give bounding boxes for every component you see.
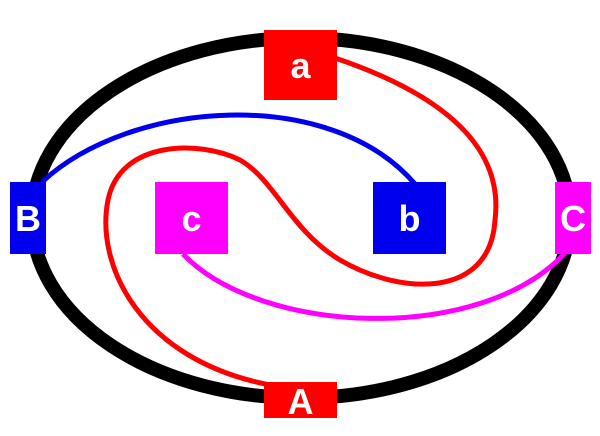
node-B: B: [10, 182, 46, 254]
node-C-label: C: [560, 198, 586, 239]
connection-c-C: [181, 251, 567, 321]
node-a: a: [264, 30, 337, 100]
node-a-box: [264, 30, 337, 100]
connection-B-b: [40, 112, 417, 186]
node-C: C: [555, 182, 591, 254]
connection-a-A: [103, 55, 499, 388]
node-c-label: c: [181, 198, 201, 239]
node-C-box: [555, 182, 591, 254]
node-A-label: A: [288, 381, 314, 422]
node-b-box: [373, 182, 446, 254]
node-a-label: a: [290, 45, 311, 86]
node-c: c: [155, 182, 228, 254]
node-c-box: [155, 182, 228, 254]
node-b: b: [373, 182, 446, 254]
node-A-box: [264, 382, 337, 418]
node-B-box: [10, 182, 46, 254]
node-A: A: [264, 381, 337, 422]
node-B-label: B: [15, 198, 41, 239]
node-b-label: b: [399, 198, 421, 239]
